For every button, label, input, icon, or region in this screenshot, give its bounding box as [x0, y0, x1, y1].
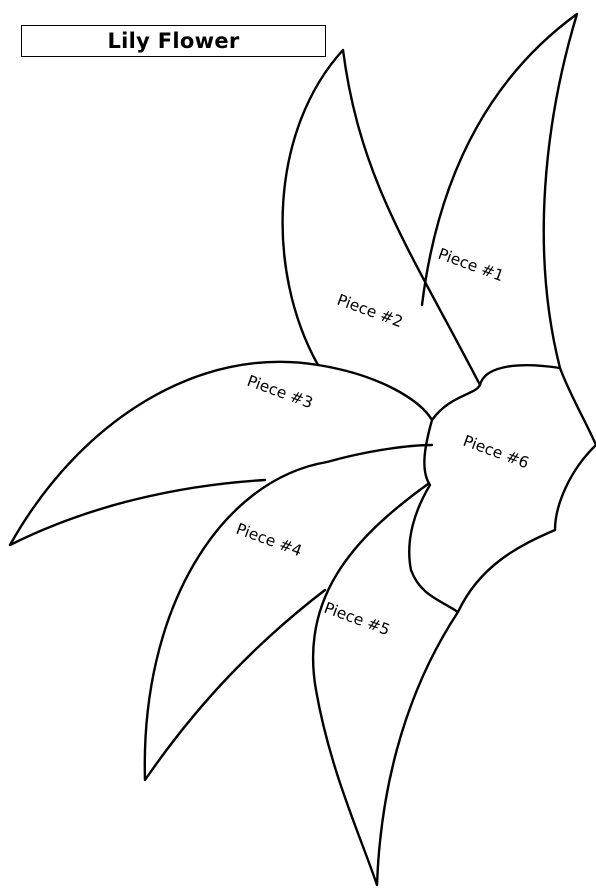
piece-6-outline — [409, 365, 596, 612]
piece-1-outline — [422, 14, 577, 368]
piece-2-label: Piece #2 — [335, 291, 406, 331]
piece-4-label: Piece #4 — [234, 520, 305, 560]
piece-1-label: Piece #1 — [436, 245, 507, 285]
piece-4-outline — [145, 445, 432, 780]
piece-6-label: Piece #6 — [461, 432, 532, 472]
piece-3-label: Piece #3 — [245, 372, 316, 412]
piece-5-outline — [313, 484, 458, 885]
piece-2-outline — [283, 50, 480, 385]
piece-5-label: Piece #5 — [322, 599, 393, 639]
